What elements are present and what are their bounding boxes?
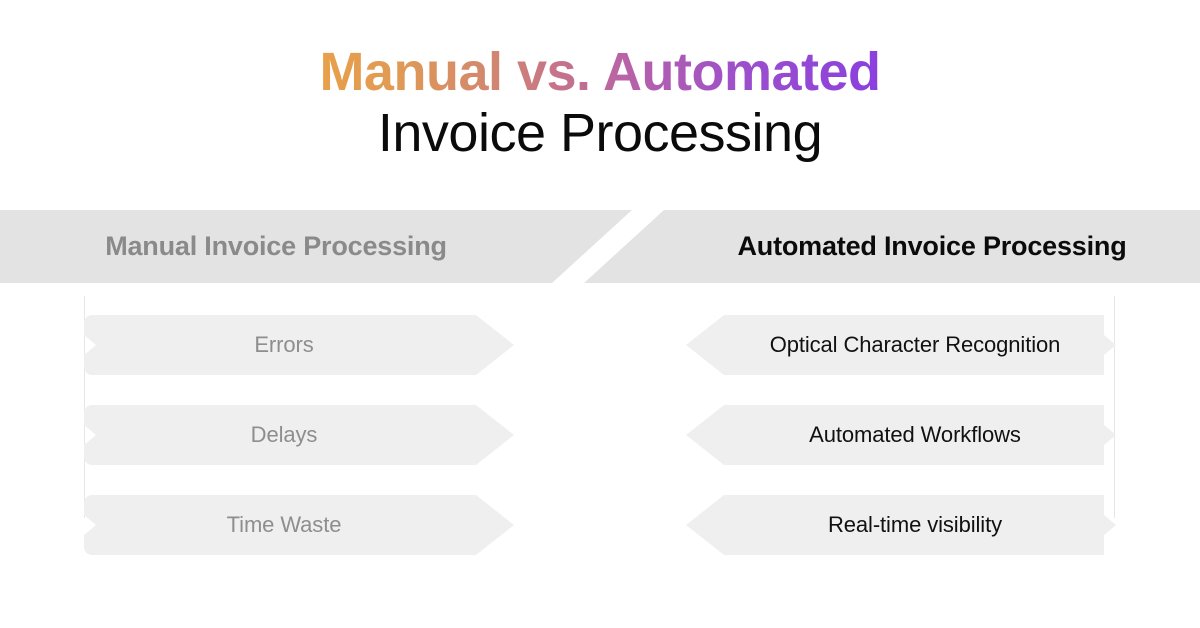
- manual-item-delays: Delays: [84, 405, 514, 465]
- list-item: Time Waste: [84, 495, 514, 555]
- list-item: Real-time visibility: [686, 495, 1116, 555]
- right-guide-line: [1114, 296, 1115, 518]
- header-band-left: Manual Invoice Processing: [0, 210, 632, 283]
- list-item: Automated Workflows: [686, 405, 1116, 465]
- automated-column-header: Automated Invoice Processing: [737, 231, 1127, 261]
- manual-item-errors: Errors: [84, 315, 514, 375]
- list-item: Delays: [84, 405, 514, 465]
- list-item: Errors: [84, 315, 514, 375]
- manual-item-time-waste: Time Waste: [84, 495, 514, 555]
- manual-column-header: Manual Invoice Processing: [105, 231, 447, 261]
- title-line-subtitle: Invoice Processing: [377, 103, 823, 164]
- left-guide-line: [84, 296, 85, 518]
- manual-column: Errors Delays Time Waste: [84, 315, 514, 585]
- page-title: Manual vs. Automated Invoice Processing: [0, 42, 1200, 164]
- title-line-gradient: Manual vs. Automated: [319, 42, 881, 102]
- automated-column: Optical Character Recognition Automated …: [686, 315, 1116, 585]
- header-band-right: Automated Invoice Processing: [584, 210, 1200, 283]
- automated-item-visibility: Real-time visibility: [686, 495, 1116, 555]
- comparison-header-band: Manual Invoice Processing Automated Invo…: [0, 210, 1200, 283]
- automated-item-workflows: Automated Workflows: [686, 405, 1116, 465]
- list-item: Optical Character Recognition: [686, 315, 1116, 375]
- automated-item-ocr: Optical Character Recognition: [686, 315, 1116, 375]
